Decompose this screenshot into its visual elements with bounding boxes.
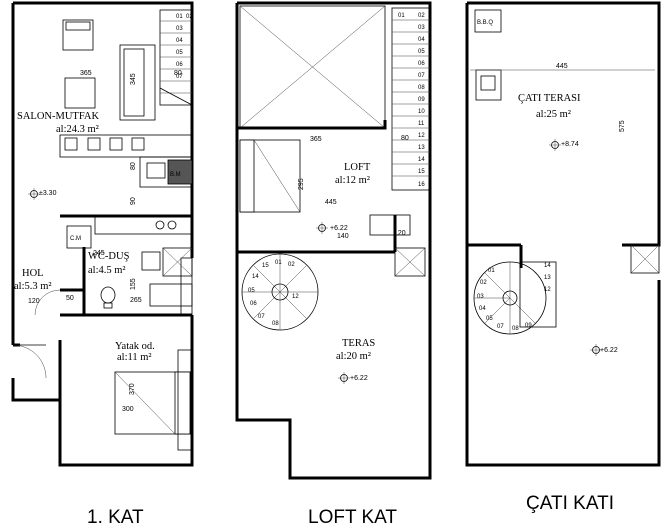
room-area-teras: al:20 m²: [336, 351, 371, 362]
dimension: 120: [28, 298, 40, 305]
dimension: 575: [619, 120, 626, 132]
dimension: 140: [337, 233, 349, 240]
step-label: 14: [418, 157, 425, 163]
dimension: 445: [556, 63, 568, 70]
loft-plan: 01 02 03 04 05 06 07 08 09 10 11 12 13 1…: [235, 1, 432, 480]
step-label: 03: [176, 26, 183, 32]
step-label: 06: [418, 61, 425, 67]
step-label: 16: [418, 182, 425, 188]
dimension: 80: [130, 162, 137, 170]
room-name-wc: WC-DUŞ: [88, 251, 130, 262]
room-name-salon: SALON-MUTFAK: [17, 111, 99, 122]
dimension: 295: [298, 178, 305, 190]
step-label: 11: [418, 121, 425, 127]
step-label: 05: [176, 50, 183, 56]
step-label: 04: [418, 37, 425, 43]
step-label: 09: [418, 97, 425, 103]
spiral-step: 07: [497, 324, 504, 330]
level-marker: +6.22: [330, 225, 348, 232]
step-label: 01: [176, 14, 183, 20]
dimension: 90: [130, 197, 137, 205]
step-label: 01: [398, 13, 405, 19]
dimension: 370: [129, 383, 136, 395]
step-label: 07: [176, 74, 183, 80]
level-marker: +8.74: [561, 141, 579, 148]
spiral-step: 01: [488, 268, 495, 274]
spiral-step: 12: [544, 287, 551, 293]
dimension: 120: [394, 230, 406, 237]
spiral-step: 13: [544, 275, 551, 281]
spiral-step: 02: [288, 262, 295, 268]
level-marker: +6.22: [600, 347, 618, 354]
level-marker: ±3.30: [39, 190, 57, 197]
spiral-step: 04: [479, 306, 486, 312]
spiral-step: 02: [480, 280, 487, 286]
spiral-step: 05: [486, 316, 493, 322]
spiral-step: 15: [262, 263, 269, 269]
step-label: 15: [418, 169, 425, 175]
step-label: 02: [186, 14, 193, 20]
floor1-plan: 01 02 03 04 05 06 07 B.M C.M: [11, 1, 194, 467]
bbq-label: B.B.Q: [477, 20, 493, 26]
cm-label: C.M: [70, 236, 81, 242]
spiral-step: 03: [477, 294, 484, 300]
room-area-salon: al:24.3 m²: [56, 124, 99, 135]
spiral-step: 07: [258, 314, 265, 320]
title-loft: LOFT KAT: [308, 507, 397, 528]
dimension: 300: [122, 406, 134, 413]
room-name-roof: ÇATI TERASI: [518, 93, 581, 104]
room-area-yatak: al:11 m²: [117, 352, 152, 363]
step-label: 02: [418, 13, 425, 19]
dimension: 445: [325, 199, 337, 206]
room-area-hol: al:5.3 m²: [14, 281, 52, 292]
spiral-step: 12: [292, 294, 299, 300]
step-label: 07: [418, 73, 425, 79]
title-roof: ÇATI KATI: [526, 493, 614, 514]
dimension: 265: [130, 297, 142, 304]
dimension: 365: [80, 70, 92, 77]
spiral-step: 05: [248, 288, 255, 294]
room-name-loft: LOFT: [344, 162, 371, 173]
step-label: 13: [418, 145, 425, 151]
level-marker: +6.22: [350, 375, 368, 382]
step-label: 05: [418, 49, 425, 55]
room-name-hol: HOL: [22, 268, 44, 279]
step-label: 04: [176, 38, 183, 44]
title-floor1: 1. KAT: [87, 507, 144, 528]
dimension: 80: [401, 135, 409, 142]
roof-plan: B.B.Q 14 13 12 01 02 03 04 05 07 08 09 +…: [465, 1, 661, 467]
dimension: 80: [174, 70, 182, 77]
spiral-step: 14: [544, 263, 551, 269]
dimension: 345: [130, 73, 137, 85]
dimension: 155: [130, 278, 137, 290]
room-area-wc: al:4.5 m²: [88, 265, 126, 276]
bm-label: B.M: [170, 172, 181, 178]
spiral-step: 08: [272, 321, 279, 327]
spiral-step: 14: [252, 274, 259, 280]
spiral-step: 09: [525, 323, 532, 329]
room-name-teras: TERAS: [342, 338, 375, 349]
dimension: 50: [66, 295, 74, 302]
spiral-step: 08: [512, 326, 519, 332]
spiral-step: 01: [275, 260, 282, 266]
room-area-loft: al:12 m²: [335, 175, 370, 186]
dimension: 245: [93, 250, 105, 257]
room-name-yatak: Yatak od.: [115, 341, 155, 352]
step-label: 03: [418, 25, 425, 31]
step-label: 06: [176, 62, 183, 68]
spiral-step: 06: [250, 301, 257, 307]
step-label: 10: [418, 109, 425, 115]
step-label: 08: [418, 85, 425, 91]
step-label: 12: [418, 133, 425, 139]
dimension: 365: [310, 136, 322, 143]
room-area-roof: al:25 m²: [536, 109, 571, 120]
